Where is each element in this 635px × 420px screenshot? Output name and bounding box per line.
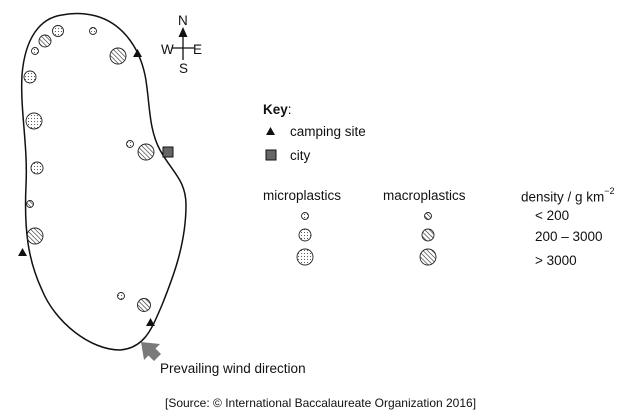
microplastic-sample (25, 112, 43, 130)
wind-arrow-icon (141, 342, 161, 361)
microplastic-sample (89, 27, 97, 35)
compass-north-label: N (178, 13, 188, 28)
key-camping-site-label: camping site (290, 124, 366, 139)
microplastic-sample (126, 140, 134, 148)
key-macro-small-icon (424, 212, 432, 220)
compass-west-label: W (161, 42, 174, 57)
north-arrow-icon (178, 27, 188, 37)
key-macro-medium-icon (421, 228, 435, 242)
wind-direction-label: Prevailing wind direction (160, 361, 306, 376)
microplastic-sample (31, 47, 39, 55)
macroplastic-sample (38, 34, 52, 48)
camping-site-marker (146, 318, 155, 326)
camping-site-marker (18, 248, 27, 256)
key-city-icon (265, 149, 277, 161)
compass-south-label: S (179, 61, 189, 76)
lake-outline (20, 12, 187, 351)
microplastics-samples (23, 25, 134, 300)
density-band-low: < 200 (535, 208, 570, 223)
key-microplastics-label: microplastics (263, 188, 342, 203)
macroplastic-sample (109, 47, 127, 65)
key-density-label: density / g km−2 (521, 186, 615, 205)
key-micro-medium-icon (298, 228, 312, 242)
density-band-mid: 200 – 3000 (535, 229, 603, 244)
key-macro-large-icon (419, 248, 437, 266)
compass-rose (172, 27, 194, 60)
key-city-label: city (290, 148, 311, 163)
key-macroplastics-label: macroplastics (383, 188, 466, 203)
macroplastic-sample (26, 227, 44, 245)
macroplastic-sample (137, 298, 151, 312)
microplastic-sample (117, 292, 125, 300)
microplastic-sample (23, 70, 37, 84)
camping-site-marker (133, 49, 142, 57)
key-title: Key: (263, 102, 292, 117)
macroplastics-samples (26, 34, 155, 312)
density-band-high: > 3000 (535, 253, 577, 268)
macroplastic-sample (26, 200, 34, 208)
key-camping-site-icon (266, 127, 275, 135)
microplastic-sample (52, 25, 64, 37)
microplastic-sample (30, 161, 44, 175)
macroplastic-sample (137, 143, 155, 161)
city-marker (162, 146, 174, 158)
key-micro-large-icon (296, 248, 314, 266)
compass-east-label: E (193, 42, 203, 57)
key-micro-small-icon (301, 212, 309, 220)
source-caption: [Source: © International Baccalaureate O… (165, 396, 477, 410)
